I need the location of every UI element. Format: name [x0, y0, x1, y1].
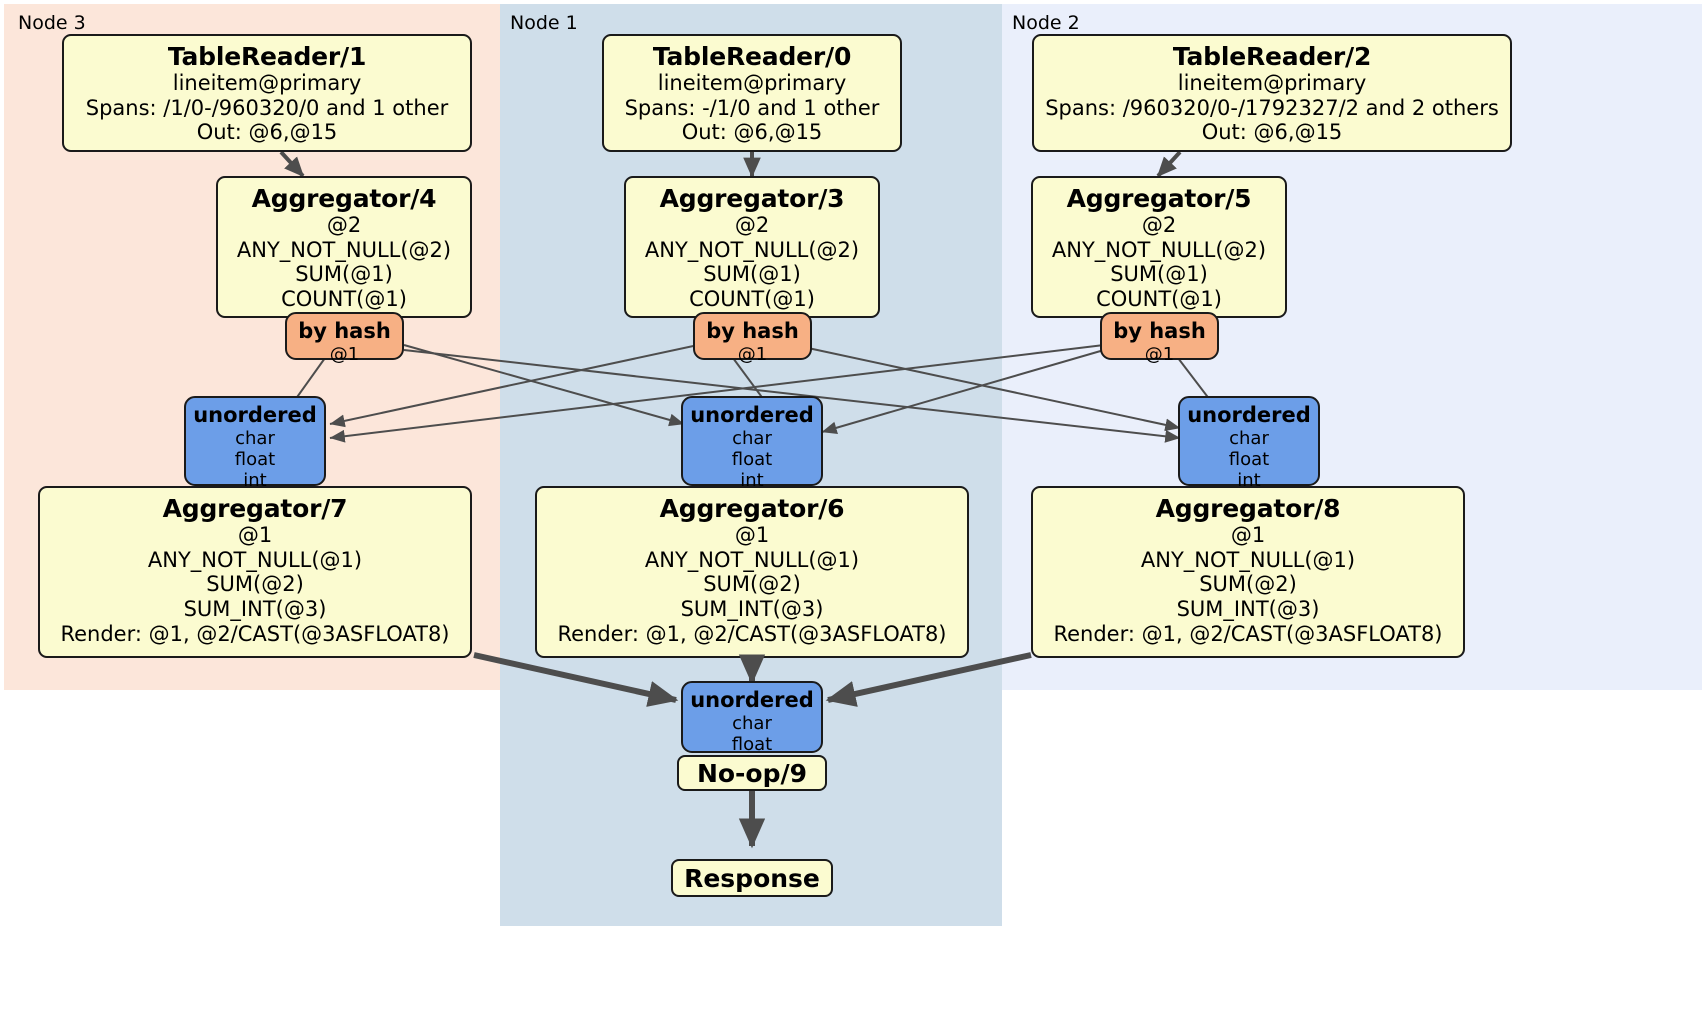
router-title: by hash	[1113, 319, 1206, 343]
router-type-3: int	[243, 469, 267, 491]
processor-agg-3: COUNT(@1)	[281, 286, 407, 311]
processor-agg-2: SUM(@1)	[295, 262, 393, 287]
router-title: unordered	[193, 403, 317, 427]
processor-out: Out: @6,@15	[681, 120, 823, 145]
processor-agg-1: ANY_NOT_NULL(@1)	[644, 547, 860, 572]
processor-agg-2: SUM(@1)	[1110, 262, 1208, 287]
processor-out: Out: @6,@15	[1201, 120, 1343, 145]
processor-spans: Spans: /1/0-/960320/0 and 1 other	[85, 95, 449, 120]
processor-agg-2: SUM(@2)	[206, 572, 304, 597]
processor-render: Render: @1, @2/CAST(@3ASFLOAT8)	[60, 621, 450, 646]
router-column: @1	[737, 343, 768, 365]
processor-agg-1: ANY_NOT_NULL(@2)	[1051, 237, 1267, 262]
router-type-1: char	[235, 427, 275, 449]
node-group-label-node-3: Node 3	[18, 12, 86, 34]
processor-agg-2: SUM(@1)	[703, 262, 801, 287]
processor-out: Out: @6,@15	[196, 120, 338, 145]
processor-agg-3: COUNT(@1)	[689, 286, 815, 311]
processor-response[interactable]: Response	[671, 859, 833, 897]
output-router-by-hash-node-1[interactable]: by hash @1	[693, 312, 812, 365]
processor-group-col: @2	[326, 213, 362, 238]
processor-render: Render: @1, @2/CAST(@3ASFLOAT8)	[557, 621, 947, 646]
processor-aggregator-5[interactable]: Aggregator/5 @2 ANY_NOT_NULL(@2) SUM(@1)…	[1031, 176, 1287, 318]
processor-aggregator-4[interactable]: Aggregator/4 @2 ANY_NOT_NULL(@2) SUM(@1)…	[216, 176, 472, 318]
processor-aggregator-7[interactable]: Aggregator/7 @1 ANY_NOT_NULL(@1) SUM(@2)…	[38, 486, 472, 658]
processor-title: TableReader/1	[167, 42, 367, 71]
router-type-1: char	[732, 427, 772, 449]
processor-agg-1: ANY_NOT_NULL(@1)	[147, 547, 363, 572]
processor-title: Response	[684, 863, 820, 893]
processor-group-col: @1	[1230, 523, 1266, 548]
processor-spans: Spans: -/1/0 and 1 other	[624, 95, 880, 120]
processor-aggregator-3[interactable]: Aggregator/3 @2 ANY_NOT_NULL(@2) SUM(@1)…	[624, 176, 880, 318]
input-sync-unordered-node-2[interactable]: unordered char float int	[1178, 396, 1320, 491]
router-title: unordered	[1187, 403, 1311, 427]
processor-title: Aggregator/4	[251, 184, 437, 213]
router-title: unordered	[690, 403, 814, 427]
processor-title: Aggregator/3	[659, 184, 845, 213]
processor-group-col: @1	[237, 523, 273, 548]
router-type-2: float	[731, 733, 773, 755]
processor-spans: Spans: /960320/0-/1792327/2 and 2 others	[1045, 95, 1499, 120]
router-type-1: char	[732, 712, 772, 734]
processor-title: Aggregator/6	[659, 494, 845, 523]
processor-agg-3: SUM_INT(@3)	[680, 596, 824, 621]
processor-table: lineitem@primary	[657, 71, 847, 96]
processor-agg-3: SUM_INT(@3)	[1176, 596, 1320, 621]
processor-title: TableReader/0	[652, 42, 852, 71]
router-type-1: char	[1229, 427, 1269, 449]
processor-group-col: @1	[734, 523, 770, 548]
processor-group-col: @2	[734, 213, 770, 238]
processor-title: Aggregator/7	[162, 494, 348, 523]
processor-aggregator-6[interactable]: Aggregator/6 @1 ANY_NOT_NULL(@1) SUM(@2)…	[535, 486, 969, 658]
processor-table: lineitem@primary	[1177, 71, 1367, 96]
input-sync-unordered-node-3[interactable]: unordered char float int	[184, 396, 326, 491]
router-type-3: int	[1237, 469, 1261, 491]
processor-agg-1: ANY_NOT_NULL(@1)	[1140, 547, 1356, 572]
processor-title: No-op/9	[696, 758, 808, 788]
processor-title: Aggregator/8	[1155, 494, 1341, 523]
processor-title: Aggregator/5	[1066, 184, 1252, 213]
router-type-2: float	[234, 448, 276, 470]
router-title: unordered	[690, 688, 814, 712]
processor-agg-2: SUM(@2)	[703, 572, 801, 597]
router-title: by hash	[298, 319, 391, 343]
processor-noop-9[interactable]: No-op/9	[677, 755, 827, 791]
input-sync-unordered-node-1[interactable]: unordered char float int	[681, 396, 823, 491]
processor-tablereader-2[interactable]: TableReader/2 lineitem@primary Spans: /9…	[1032, 34, 1512, 152]
router-type-2: float	[1228, 448, 1270, 470]
processor-agg-2: SUM(@2)	[1199, 572, 1297, 597]
final-input-sync-unordered[interactable]: unordered char float	[681, 681, 823, 755]
processor-tablereader-0[interactable]: TableReader/0 lineitem@primary Spans: -/…	[602, 34, 902, 152]
router-type-3: int	[740, 469, 764, 491]
node-group-label-node-2: Node 2	[1012, 12, 1080, 34]
router-type-2: float	[731, 448, 773, 470]
processor-agg-3: SUM_INT(@3)	[183, 596, 327, 621]
processor-agg-3: COUNT(@1)	[1096, 286, 1222, 311]
output-router-by-hash-node-2[interactable]: by hash @1	[1100, 312, 1219, 365]
processor-aggregator-8[interactable]: Aggregator/8 @1 ANY_NOT_NULL(@1) SUM(@2)…	[1031, 486, 1465, 658]
router-column: @1	[1144, 343, 1175, 365]
output-router-by-hash-node-3[interactable]: by hash @1	[285, 312, 404, 365]
processor-render: Render: @1, @2/CAST(@3ASFLOAT8)	[1053, 621, 1443, 646]
router-column: @1	[329, 343, 360, 365]
processor-title: TableReader/2	[1172, 42, 1372, 71]
processor-agg-1: ANY_NOT_NULL(@2)	[236, 237, 452, 262]
router-title: by hash	[706, 319, 799, 343]
processor-table: lineitem@primary	[172, 71, 362, 96]
processor-group-col: @2	[1141, 213, 1177, 238]
processor-tablereader-1[interactable]: TableReader/1 lineitem@primary Spans: /1…	[62, 34, 472, 152]
node-group-label-node-1: Node 1	[510, 12, 578, 34]
processor-agg-1: ANY_NOT_NULL(@2)	[644, 237, 860, 262]
